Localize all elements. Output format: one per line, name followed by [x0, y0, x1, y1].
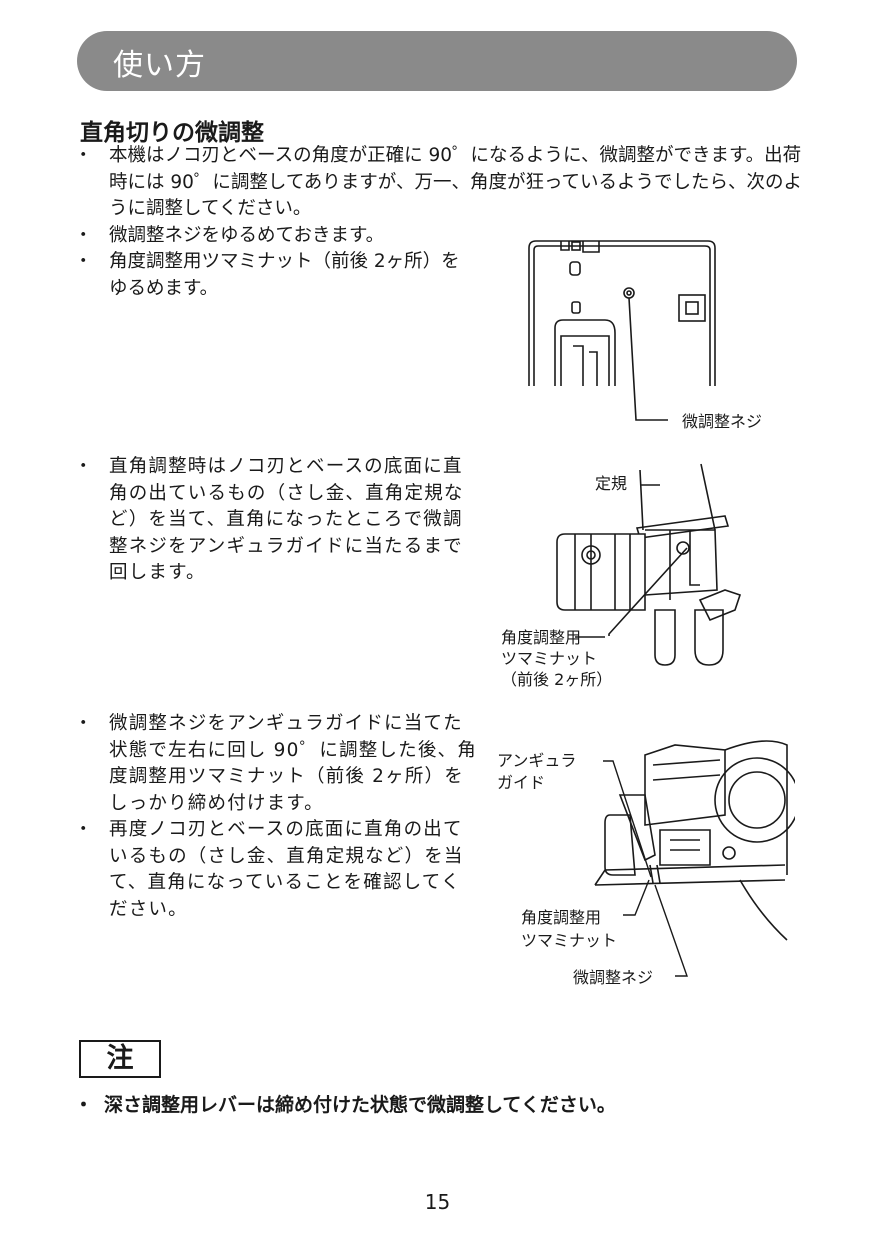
list-item: 微調整ネジをアンギュラガイドに当てた状態で左右に回し 90゜に調整した後、角度調…	[74, 711, 480, 817]
page-header-title: 使い方	[113, 48, 206, 83]
note-text: 深さ調整用レバーは締め付けた状態で微調整してください。	[74, 1090, 616, 1117]
fig3-screw-label: 微調整ネジ	[573, 968, 653, 987]
fig1-screw-label: 微調整ネジ	[682, 412, 762, 431]
header-bar: 使い方	[77, 31, 797, 91]
fig3-knob-label-1: 角度調整用	[521, 908, 601, 927]
figure-square-ruler: 定規 角度調整用 ツマミナット （前後 2ヶ所）	[501, 463, 742, 689]
list-item: 再度ノコ刃とベースの底面に直角の出ているもの（さし金、直角定規など）を当て、直角…	[74, 817, 480, 923]
fig3-guide-label-2: ガイド	[497, 773, 545, 792]
list-item: 本機はノコ刃とベースの角度が正確に 90゜になるように、微調整ができます。出荷時…	[74, 143, 805, 223]
fig2-knob-label-2: ツマミナット	[501, 649, 597, 668]
note-heading: 注	[79, 1040, 161, 1078]
figure-base-plate: 微調整ネジ	[528, 240, 762, 431]
list-item: 直角調整時はノコ刃とベースの底面に直角の出ているもの（さし金、直角定規など）を当…	[74, 454, 480, 587]
section-title: 直角切りの微調整	[80, 120, 264, 146]
figure-angular-guide: アンギュラ ガイド 角度調整用 ツマミナット 微調整ネジ	[497, 740, 795, 987]
list-item: 微調整ネジをゆるめておきます。	[74, 223, 805, 250]
fig3-knob-label-2: ツマミナット	[521, 931, 617, 950]
step2-list: 直角調整時はノコ刃とベースの底面に直角の出ているもの（さし金、直角定規など）を当…	[74, 454, 480, 587]
fig3-guide-label-1: アンギュラ	[497, 751, 576, 770]
page-number: 15	[424, 1190, 451, 1214]
step3-list: 微調整ネジをアンギュラガイドに当てた状態で左右に回し 90゜に調整した後、角度調…	[74, 711, 480, 923]
list-item: 角度調整用ツマミナット（前後 2ヶ所）をゆるめます。	[74, 249, 464, 302]
fig2-knob-label-1: 角度調整用	[501, 628, 581, 647]
intro-list: 本機はノコ刃とベースの角度が正確に 90゜になるように、微調整ができます。出荷時…	[74, 143, 805, 302]
fig2-knob-label-3: （前後 2ヶ所）	[501, 670, 612, 689]
fig2-ruler-label: 定規	[595, 474, 627, 493]
